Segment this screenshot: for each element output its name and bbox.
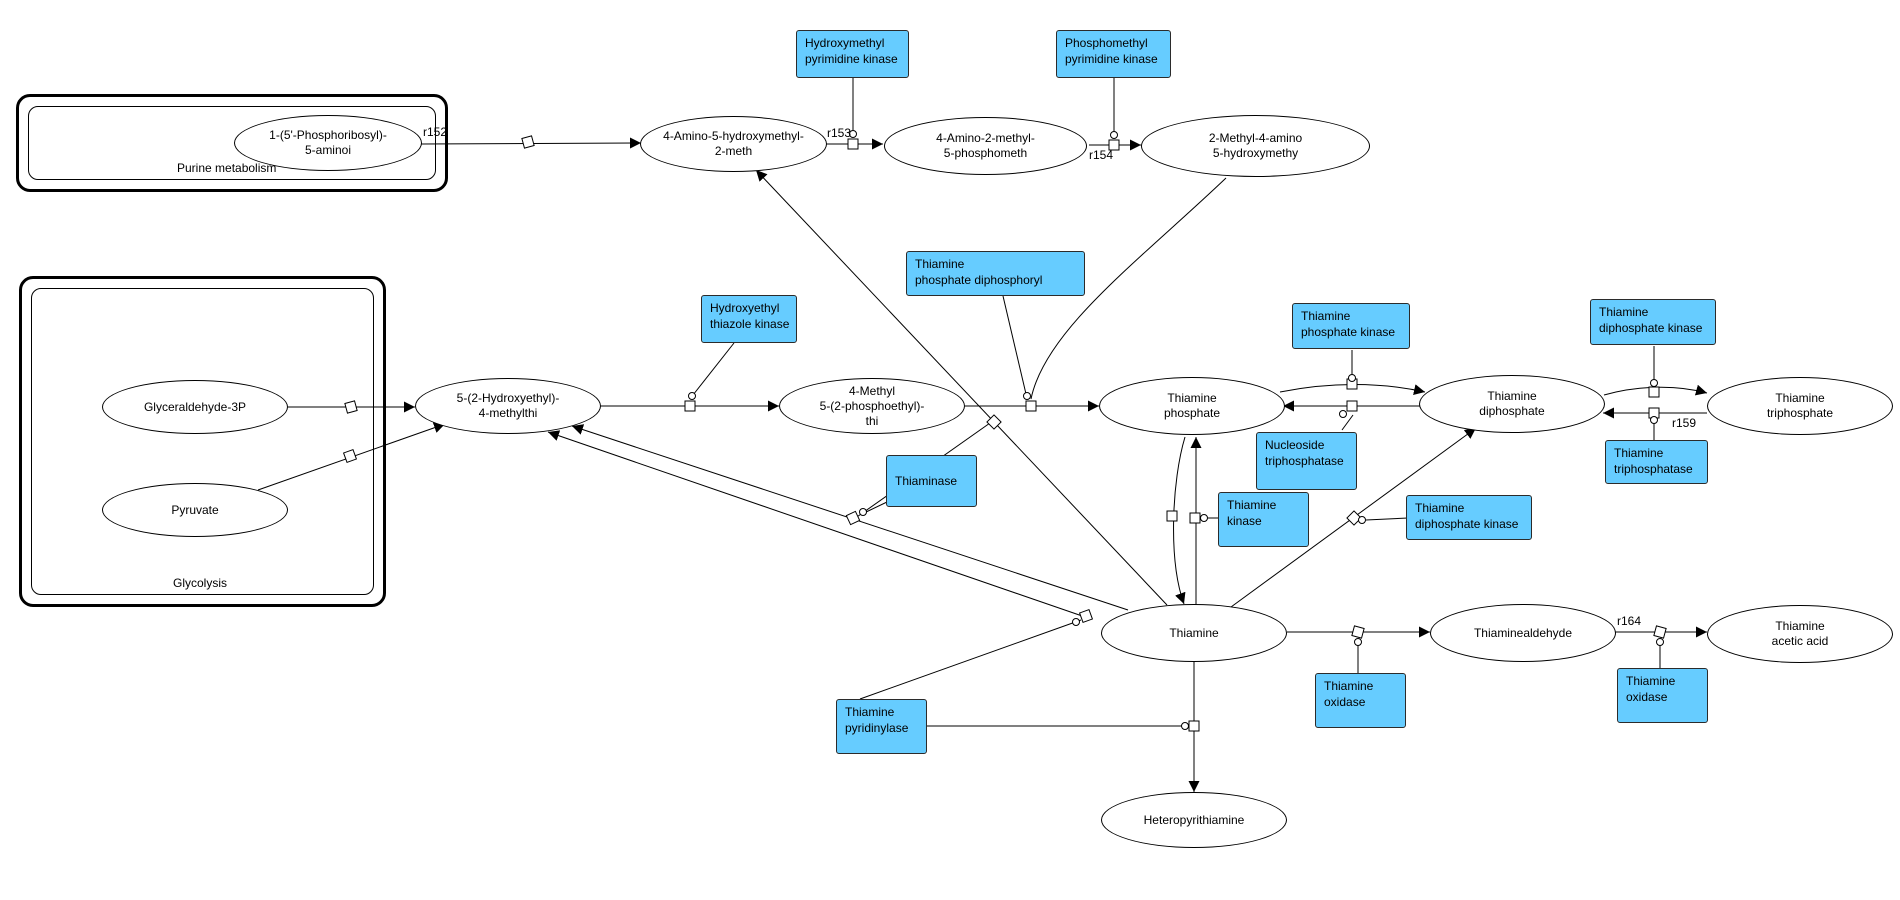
process-hydroxyethyl-kinase — [684, 400, 696, 412]
compartment-glycolysis — [19, 276, 386, 607]
reaction-label-r153: r153 — [827, 126, 852, 140]
process-diphosphoryl — [1025, 400, 1037, 412]
enzyme-hydroxymethyl-pyrimidine-kinase[interactable]: Hydroxymethyl pyrimidine kinase — [796, 30, 909, 78]
species-methyl-phosphoethyl[interactable]: 4-Methyl 5-(2-phosphoethyl)- thi — [779, 378, 965, 434]
enzyme-nucleoside-triphosphatase[interactable]: Nucleoside triphosphatase — [1256, 432, 1357, 490]
enzyme-hydroxyethyl-thiazole-kinase[interactable]: Hydroxyethyl thiazole kinase — [701, 295, 797, 343]
process-r152 — [521, 135, 535, 149]
enzyme-thiamine-diphosphate-kinase-top[interactable]: Thiamine diphosphate kinase — [1590, 299, 1716, 345]
enzyme-thiamine-oxidase-1[interactable]: Thiamine oxidase — [1315, 673, 1406, 728]
species-thiaminealdehyde[interactable]: Thiaminealdehyde — [1430, 604, 1616, 662]
species-thiamine-triphosphate[interactable]: Thiamine triphosphate — [1707, 377, 1893, 435]
process-thiaminase — [845, 510, 861, 526]
species-thiamine-diphosphate[interactable]: Thiamine diphosphate — [1419, 375, 1605, 433]
enzyme-thiaminase[interactable]: Thiaminase — [886, 455, 977, 507]
enzyme-thiamine-triphosphatase[interactable]: Thiamine triphosphatase — [1605, 440, 1708, 484]
modifier-thiamine-phosphate-diphosphoryl — [1002, 295, 1027, 395]
process-r153 — [847, 138, 859, 150]
enzyme-thiamine-phosphate-kinase[interactable]: Thiamine phosphate kinase — [1292, 303, 1410, 349]
species-glyceraldehyde[interactable]: Glyceraldehyde-3P — [102, 380, 288, 434]
process-pyridinylase-a — [1078, 608, 1094, 624]
edge-pyrimidine-to-diphosphoryl — [1030, 177, 1227, 400]
enzyme-thiamine-pyridinylase[interactable]: Thiamine pyridinylase — [836, 699, 927, 754]
species-thiamine[interactable]: Thiamine — [1101, 604, 1287, 662]
process-heteropyrithiamine — [1188, 720, 1200, 732]
reaction-label-r152: r152 — [423, 125, 448, 139]
compartment-purine — [16, 94, 448, 192]
edge-thiaminase-lower — [547, 430, 1089, 619]
species-amino-phosphometh[interactable]: 4-Amino-2-methyl- 5-phosphometh — [884, 117, 1087, 175]
species-methyl-amino-hydroxymethy[interactable]: 2-Methyl-4-amino 5-hydroxymethy — [1141, 115, 1370, 177]
modifier-thiamine-diphosphate-kinase-mid — [1365, 517, 1409, 521]
process-r154 — [1108, 139, 1120, 151]
process-diphosphate-kinase — [1648, 386, 1660, 398]
modifier-thiamine-pyridinylase-2 — [859, 619, 1082, 700]
edge-thiamine-to-pyrimidine — [755, 169, 1168, 606]
enzyme-thiamine-kinase[interactable]: Thiamine kinase — [1218, 492, 1309, 547]
process-diphosphate-kinase-mid — [1346, 510, 1362, 526]
process-oxidase-1 — [1351, 625, 1365, 639]
modifier-hydroxyethyl-thiazole-kinase — [692, 342, 735, 396]
enzyme-thiamine-diphosphate-kinase-mid[interactable]: Thiamine diphosphate kinase — [1406, 495, 1532, 540]
process-pyruvate — [342, 448, 358, 464]
reaction-label-r159: r159 — [1672, 416, 1697, 430]
process-thiaminase-2 — [986, 414, 1002, 430]
species-pyruvate[interactable]: Pyruvate — [102, 483, 288, 537]
reaction-label-r164: r164 — [1617, 614, 1642, 628]
species-amino-hydroxymethyl[interactable]: 4-Amino-5-hydroxymethyl- 2-meth — [640, 116, 827, 172]
compartment-glycolysis-inner — [31, 288, 374, 595]
species-heteropyrithiamine[interactable]: Heteropyrithiamine — [1101, 792, 1287, 848]
process-nucleoside — [1346, 400, 1358, 412]
modifier-nucleoside-triphosphatase — [1341, 414, 1354, 431]
process-thiamine-phosphate — [1166, 510, 1178, 522]
compartment-purine-label: Purine metabolism — [177, 161, 277, 175]
species-thiamine-phosphate[interactable]: Thiamine phosphate — [1099, 377, 1285, 435]
reaction-label-r154: r154 — [1089, 148, 1114, 162]
species-thiamine-acetic-acid[interactable]: Thiamine acetic acid — [1707, 605, 1893, 663]
process-r164 — [1653, 625, 1667, 639]
species-hydroxyethyl-methylthi[interactable]: 5-(2-Hydroxyethyl)- 4-methylthi — [415, 378, 601, 434]
enzyme-thiamine-oxidase-2[interactable]: Thiamine oxidase — [1617, 668, 1708, 723]
compartment-purine-inner — [28, 106, 436, 180]
species-phosphoribosyl[interactable]: 1-(5'-Phosphoribosyl)- 5-aminoi — [234, 115, 422, 171]
process-thiamine-kinase — [1189, 512, 1201, 524]
compartment-glycolysis-label: Glycolysis — [173, 576, 228, 590]
enzyme-thiamine-phosphate-diphosphoryl[interactable]: Thiamine phosphate diphosphoryl — [906, 251, 1085, 296]
process-glyceraldehyde — [344, 400, 358, 414]
enzyme-phosphomethyl-pyrimidine-kinase[interactable]: Phosphomethyl pyrimidine kinase — [1056, 30, 1171, 78]
modifier-thiaminase — [863, 501, 888, 514]
